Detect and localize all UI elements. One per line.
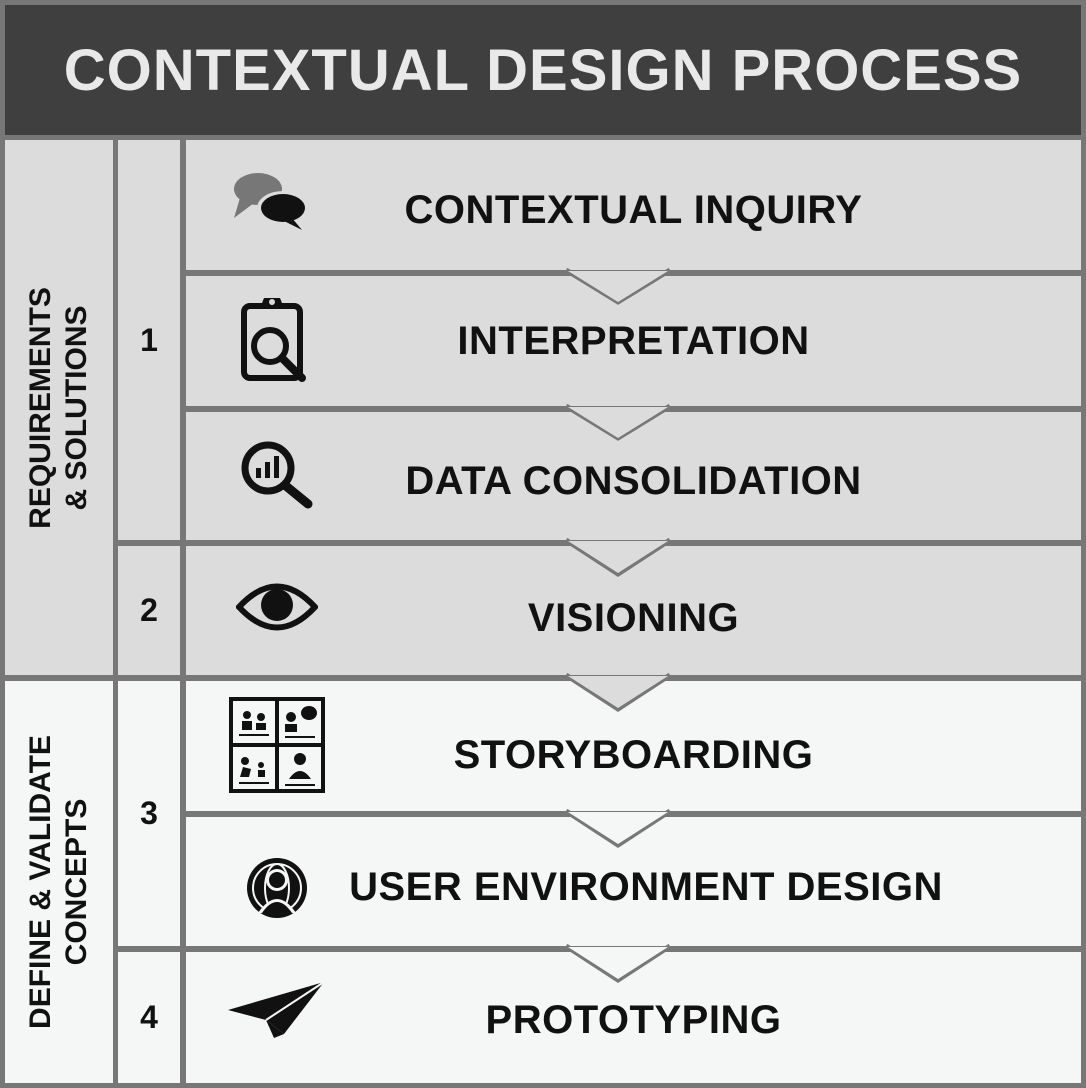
step-label: USER ENVIRONMENT DESIGN (349, 865, 943, 909)
step-user-environment-design: USER ENVIRONMENT DESIGN (186, 817, 1081, 946)
clipboard-magnifier-icon (240, 294, 312, 389)
phase-number-3: 3 (118, 681, 180, 946)
step-label: PROTOTYPING (485, 998, 782, 1042)
step-label: STORYBOARDING (453, 732, 814, 777)
group-label-line2: CONCEPTS (60, 798, 93, 966)
step-label: DATA CONSOLIDATION (405, 458, 862, 503)
paper-plane-icon (226, 980, 326, 1045)
speech-bubbles-icon (232, 170, 312, 237)
magnifier-chart-icon (240, 440, 316, 515)
group-requirements-solutions: REQUIREMENTS & SOLUTIONS (5, 140, 113, 675)
phase-number-4: 4 (118, 952, 180, 1083)
step-interpretation: INTERPRETATION (186, 276, 1081, 406)
user-globe-icon (244, 855, 310, 926)
eye-icon (234, 580, 320, 639)
phase-number-2: 2 (118, 546, 180, 675)
step-label: VISIONING (527, 596, 740, 640)
step-prototyping: PROTOTYPING (186, 952, 1081, 1083)
group-label-line1: REQUIREMENTS (24, 286, 57, 529)
group-label-line1: DEFINE & VALIDATE (24, 735, 57, 1029)
storyboard-grid-icon (229, 697, 325, 798)
group-define-validate: DEFINE & VALIDATE CONCEPTS (5, 681, 113, 1083)
step-label: INTERPRETATION (457, 318, 810, 363)
diagram-header: CONTEXTUAL DESIGN PROCESS (5, 5, 1081, 135)
phase-number-1: 1 (118, 140, 180, 540)
step-label: CONTEXTUAL INQUIRY (404, 187, 863, 232)
step-contextual-inquiry: CONTEXTUAL INQUIRY (186, 140, 1081, 270)
step-visioning: VISIONING (186, 546, 1081, 675)
diagram-title: CONTEXTUAL DESIGN PROCESS (63, 37, 1023, 103)
group-label-line2: & SOLUTIONS (60, 305, 93, 511)
step-data-consolidation: DATA CONSOLIDATION (186, 412, 1081, 540)
step-storyboarding: STORYBOARDING (186, 681, 1081, 811)
